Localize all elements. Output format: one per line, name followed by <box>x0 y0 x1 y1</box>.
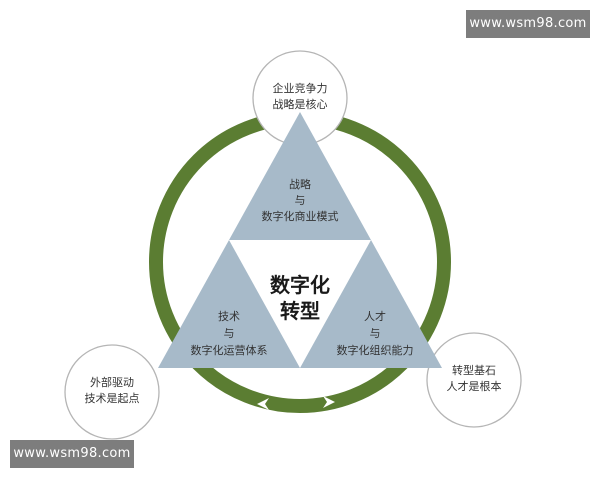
circle-node-right <box>426 332 522 428</box>
triangle-right-line3: 数字化组织能力 <box>337 343 414 357</box>
center-title-line2: 转型 <box>280 299 320 323</box>
circle-top-line1: 企业竞争力 <box>273 81 328 95</box>
circle-right-line1: 转型基石 <box>452 363 496 377</box>
ring-arrow-icon <box>373 173 387 187</box>
circle-left-line1: 外部驱动 <box>90 375 134 389</box>
circle-top-line2: 战略是核心 <box>273 97 328 111</box>
circle-node-left <box>64 344 160 440</box>
circle-left-line2: 技术是起点 <box>85 392 140 405</box>
triangle-top-line3: 数字化商业模式 <box>262 209 339 223</box>
ring-arrow-icon <box>209 187 223 201</box>
triangle-right-line1: 人才 <box>364 309 386 323</box>
triangle-left-line3: 数字化运营体系 <box>191 343 268 357</box>
triangle-left-line2: 与 <box>224 327 235 340</box>
circle-right-line2: 人才是根本 <box>447 379 502 393</box>
center-triangle <box>229 240 371 368</box>
center-title-line1: 数字化 <box>270 273 330 297</box>
ring-arrow-icon <box>323 396 335 408</box>
ring-arrows <box>176 173 431 410</box>
ring-arrow-icon <box>419 236 431 250</box>
triangle-left-line1: 技术 <box>218 310 240 323</box>
watermark-bottom: www.wsm98.com <box>10 440 134 468</box>
watermark-top: www.wsm98.com <box>466 10 590 38</box>
triangle-top-line1: 战略 <box>289 177 311 191</box>
ring-arrow-icon <box>257 398 269 410</box>
ring-arrow-icon <box>176 235 189 249</box>
triangle-top-line2: 与 <box>295 194 306 207</box>
triangle-right-line2: 与 <box>370 327 381 340</box>
